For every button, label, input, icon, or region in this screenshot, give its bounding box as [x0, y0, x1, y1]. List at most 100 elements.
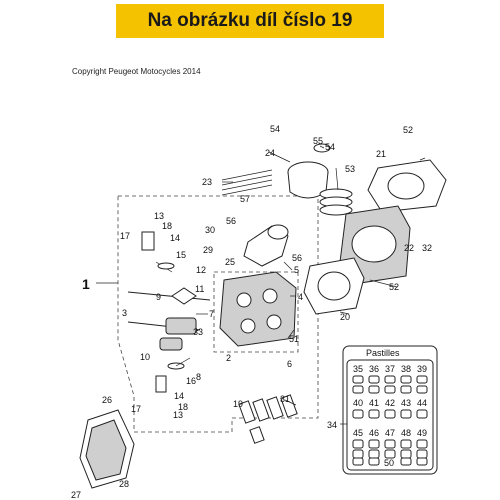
label-18-bottom: 18: [178, 402, 188, 412]
pastille-icon: [416, 409, 428, 419]
label-52-top: 52: [403, 125, 413, 135]
pastille-label: 44: [417, 398, 427, 408]
pastille-icon: [416, 449, 428, 459]
label-51: 51: [289, 334, 299, 344]
label-24: 24: [265, 148, 275, 158]
label-30: 30: [205, 225, 215, 235]
pastille-label: 37: [385, 364, 395, 374]
label-31: 31: [280, 394, 290, 404]
label-53: 53: [345, 164, 355, 174]
label-52-bottom: 52: [389, 282, 399, 292]
piston: [287, 143, 331, 199]
label-54-right: 54: [325, 142, 335, 152]
label-2: 2: [226, 353, 231, 363]
pastille-label: 40: [353, 398, 363, 408]
pastille-label: 42: [385, 398, 395, 408]
pastille-icon: [352, 375, 364, 384]
copyright-text: Copyright Peugeot Motocycles 2014: [72, 67, 201, 76]
valves-springs: [141, 231, 191, 393]
pastille-icon: [352, 409, 364, 419]
label-14-bottom: 14: [174, 391, 184, 401]
label-13-top: 13: [154, 211, 164, 221]
label-17-top: 17: [120, 231, 130, 241]
pastilles-row-3: 45 46 47 48 49: [352, 428, 428, 466]
label-1: 1: [82, 276, 90, 292]
pastille-icon: [368, 439, 380, 449]
label-20: 20: [340, 312, 350, 322]
pastille-icon: [384, 375, 396, 384]
pastille-icon: [400, 449, 412, 459]
pastille-label: 36: [369, 364, 379, 374]
pastille-icon: [400, 385, 412, 394]
pastille-label: 47: [385, 428, 395, 438]
label-54-top: 54: [270, 124, 280, 134]
label-16: 16: [186, 376, 196, 386]
valve-cover: [79, 409, 135, 489]
pastille-label: 45: [353, 428, 363, 438]
pastilles-row-2: 40 41 42 43 44: [352, 398, 428, 419]
label-56-right: 56: [292, 253, 302, 263]
pastille-icon: [368, 375, 380, 384]
part-labels: 1 2 3 4 5 6 7 8 9 10 11 12 13 13 14 14 1…: [71, 124, 432, 500]
pastille-icon: [416, 385, 428, 394]
label-13-bottom: 13: [173, 410, 183, 420]
label-34: 34: [327, 420, 337, 430]
pastille-icon: [384, 385, 396, 394]
pastille-label: 48: [401, 428, 411, 438]
pastille-label: 41: [369, 398, 379, 408]
intake-manifold: [243, 224, 289, 267]
pastille-icon: [368, 449, 380, 459]
label-5: 5: [294, 265, 299, 275]
pastille-icon: [352, 439, 364, 449]
pastilles-title: Pastilles: [366, 348, 400, 358]
pastille-icon: [352, 449, 364, 459]
pastille-icon: [352, 457, 364, 466]
pastille-label: 49: [417, 428, 427, 438]
pastille-label: 43: [401, 398, 411, 408]
label-28: 28: [119, 479, 129, 489]
label-21: 21: [376, 149, 386, 159]
label-29: 29: [203, 245, 213, 255]
cylinder-gasket: [367, 159, 447, 213]
label-23: 23: [202, 177, 212, 187]
pastille-icon: [400, 409, 412, 419]
label-12: 12: [196, 265, 206, 275]
label-26: 26: [102, 395, 112, 405]
label-27: 27: [71, 490, 81, 500]
pastille-icon: [384, 409, 396, 419]
label-4: 4: [298, 292, 303, 302]
label-8: 8: [196, 372, 201, 382]
pastille-icon: [368, 385, 380, 394]
leader-lines: [96, 145, 426, 425]
pastille-label: 39: [417, 364, 427, 374]
pastille-icon: [416, 375, 428, 384]
pastille-icon: [368, 409, 380, 419]
label-3: 3: [122, 308, 127, 318]
label-18-top: 18: [162, 221, 172, 231]
cylinder-block: [303, 205, 411, 315]
pastille-label: 46: [369, 428, 379, 438]
label-10: 10: [140, 352, 150, 362]
label-19: 19: [233, 399, 243, 409]
label-11: 11: [195, 284, 204, 294]
title-banner: Na obrázku díl číslo 19: [116, 4, 384, 38]
pastille-icon: [400, 457, 412, 466]
label-15: 15: [176, 250, 186, 260]
piston-rings: [319, 188, 353, 216]
studs: [221, 169, 273, 196]
label-7: 7: [209, 309, 214, 319]
pastille-icon: [384, 439, 396, 449]
pastille-icon: [400, 375, 412, 384]
pastille-label: 38: [401, 364, 411, 374]
label-17-bottom: 17: [131, 404, 141, 414]
label-55: 55: [313, 136, 323, 146]
label-9: 9: [156, 292, 161, 302]
label-57: 57: [240, 194, 250, 204]
label-22: 22: [404, 243, 414, 253]
pastille-icon: [352, 385, 364, 394]
label-25: 25: [225, 257, 235, 267]
label-14-top: 14: [170, 233, 180, 243]
